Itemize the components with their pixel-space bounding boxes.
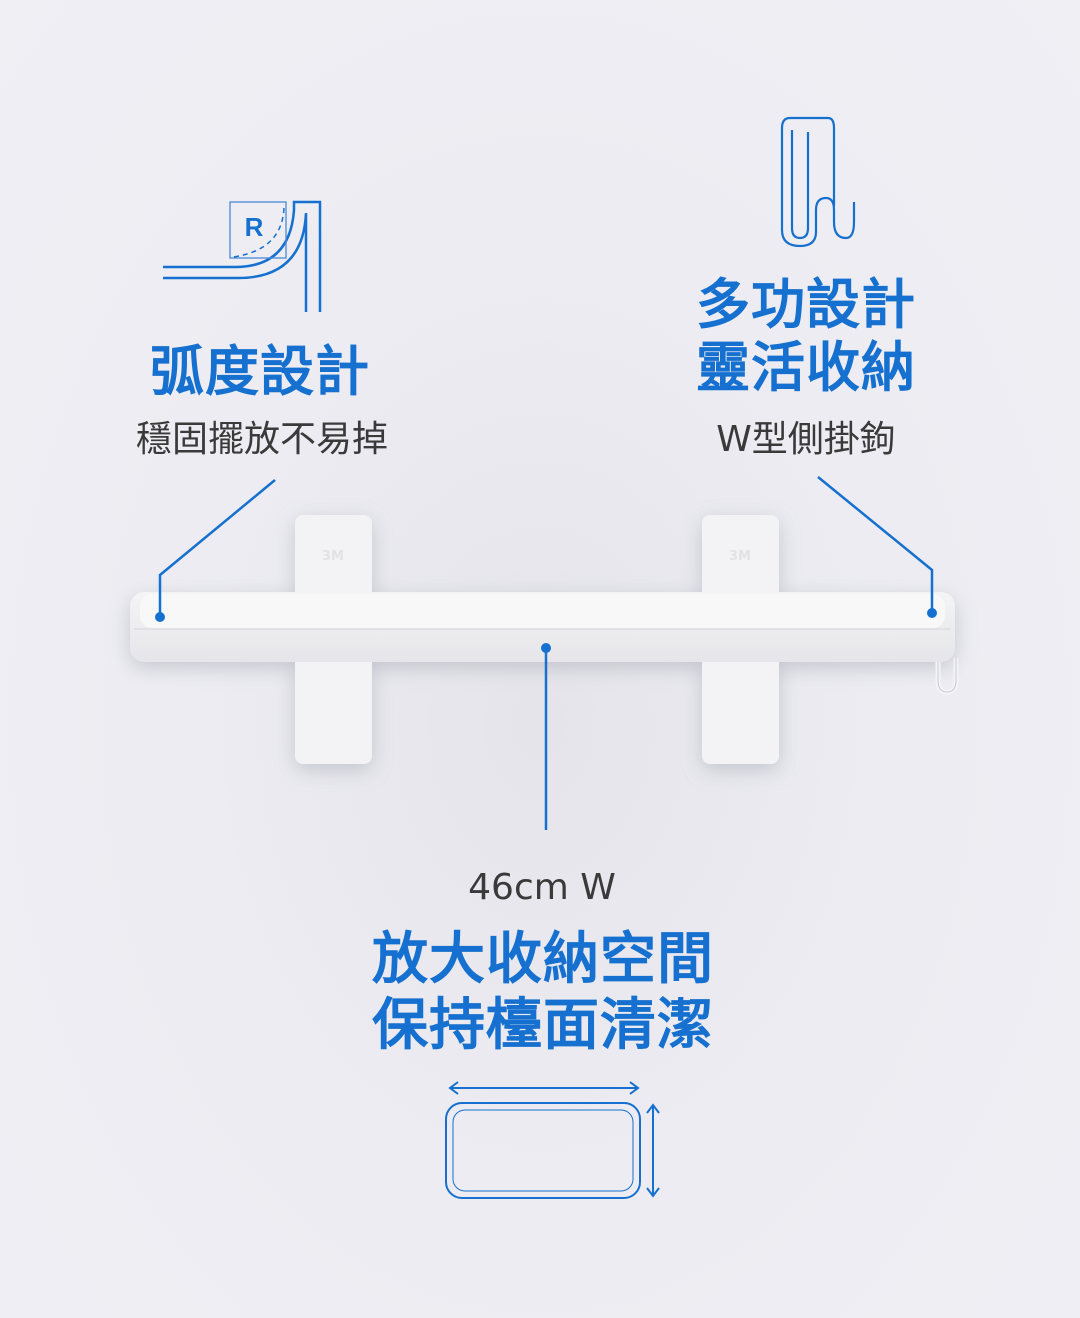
- hook-subtitle: W型側掛鉤: [716, 419, 896, 460]
- curve-design-subtitle: 穩固擺放不易掉: [135, 419, 389, 460]
- space-title-line-1: 放大收納空間: [372, 927, 714, 992]
- hook-title-line-1: 多功設計: [696, 273, 916, 336]
- svg-text:R: R: [245, 212, 264, 242]
- shelf-product: 3M 3M: [130, 515, 959, 764]
- shelf-width-label: 46cm W: [468, 867, 616, 908]
- curve-design-title: 弧度設計: [150, 340, 370, 403]
- side-hook: [935, 658, 959, 695]
- bracket-logo: 3M: [322, 549, 344, 564]
- space-title-line-2: 保持檯面清潔: [372, 993, 714, 1058]
- callout-lines: [155, 476, 937, 830]
- bracket-logo: 3M: [729, 549, 751, 564]
- tray-dimension-icon: [445, 1081, 660, 1199]
- hook-title-line-2: 靈活收納: [696, 336, 916, 399]
- curve-radius-icon: R: [163, 200, 322, 312]
- w-hook-icon: [780, 116, 856, 248]
